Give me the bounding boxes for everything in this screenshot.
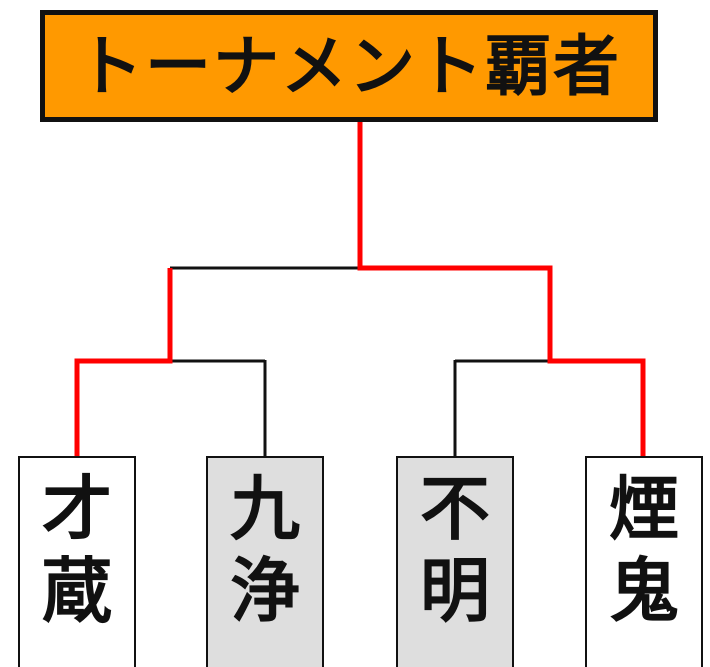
player-3-char-2: 明 xyxy=(420,549,490,632)
player-box-4: 煙 鬼 xyxy=(585,456,703,667)
champion-title-box: トーナメント覇者 xyxy=(40,10,658,122)
winning-path-left xyxy=(74,268,173,456)
player-box-1: 才 蔵 xyxy=(18,456,136,667)
player-2-char-1: 九 xyxy=(230,467,300,550)
player-box-2: 九 浄 xyxy=(206,456,324,667)
player-1-char-2: 蔵 xyxy=(42,549,112,632)
player-1-char-1: 才 xyxy=(42,467,112,550)
champion-title: トーナメント覇者 xyxy=(77,27,621,105)
winning-path-right xyxy=(357,122,646,456)
player-box-3: 不 明 xyxy=(396,456,514,667)
player-3-char-1: 不 xyxy=(420,467,490,550)
player-2-char-2: 浄 xyxy=(230,549,300,632)
player-4-char-1: 煙 xyxy=(609,467,679,550)
player-4-char-2: 鬼 xyxy=(609,549,679,632)
